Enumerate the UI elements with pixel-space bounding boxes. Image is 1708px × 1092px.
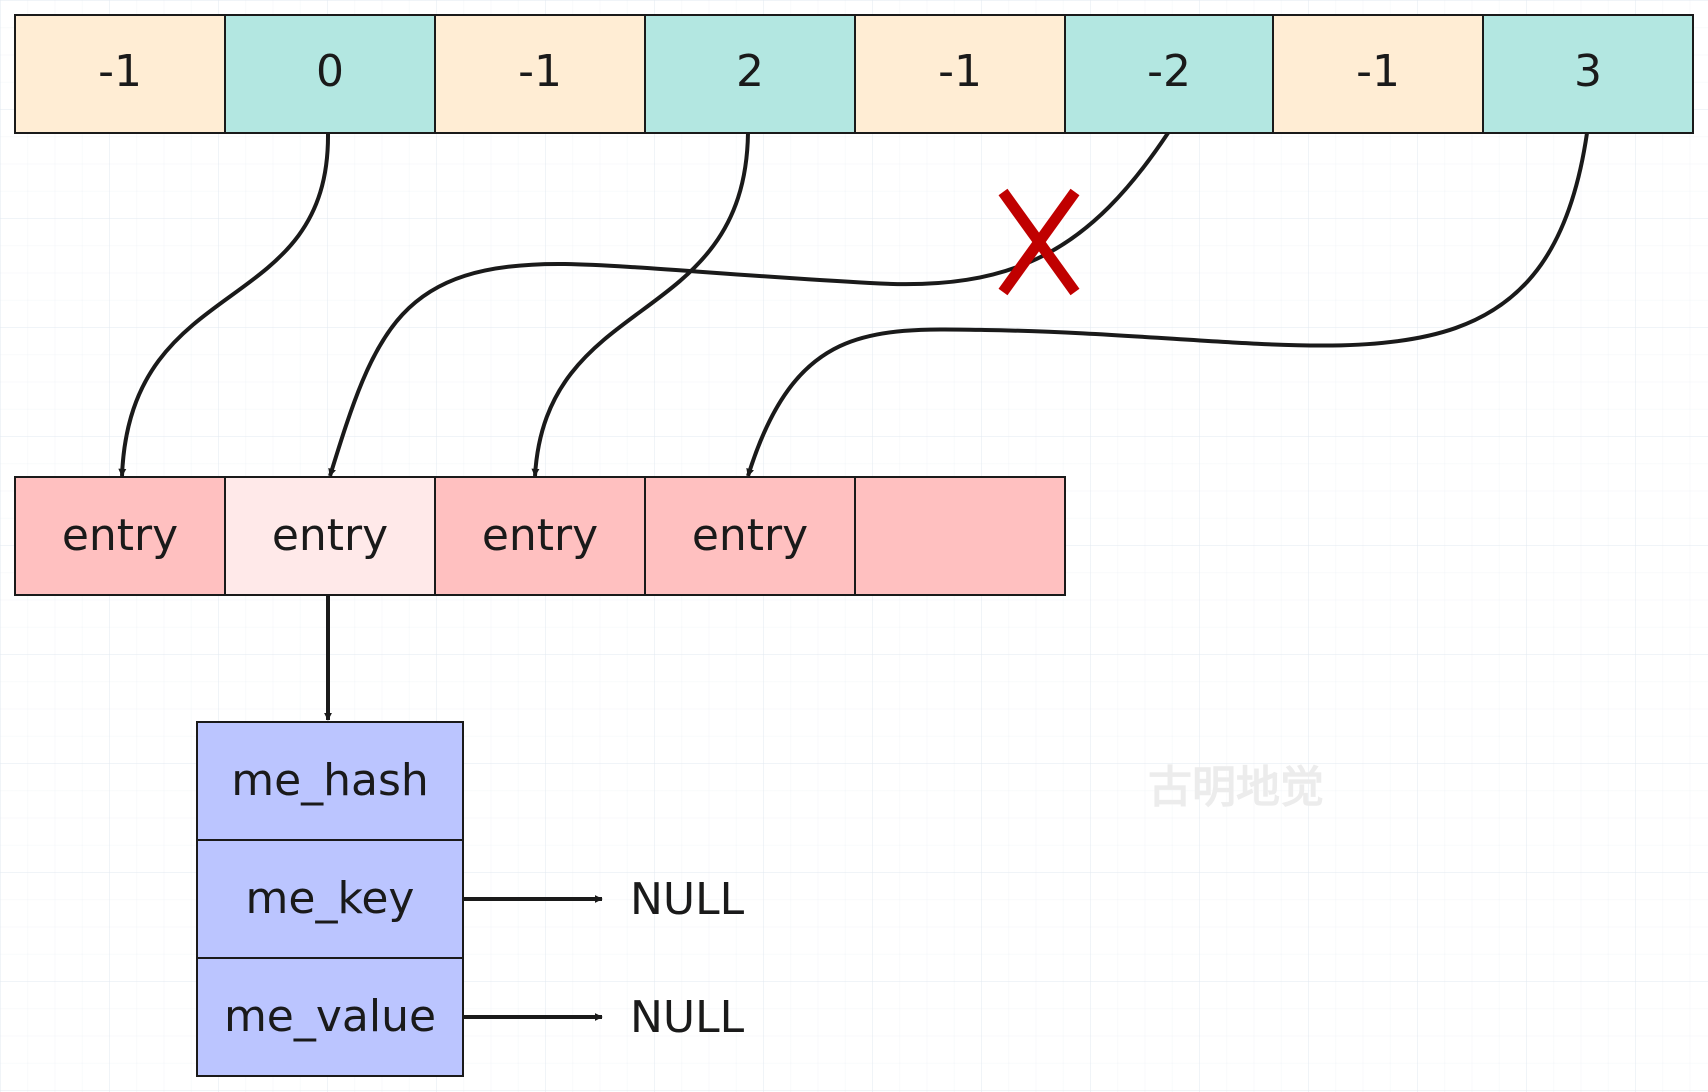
arrow-index-to-entry (531, 132, 750, 477)
index-cell: 0 (224, 14, 436, 134)
index-value: 2 (736, 46, 764, 97)
entry-cell: entry (644, 476, 856, 596)
null-label-value: NULL (630, 992, 745, 1043)
field-label: me_key (246, 873, 415, 924)
field-label: me_hash (231, 755, 429, 806)
index-value: -2 (1147, 46, 1191, 97)
index-cell: 3 (1482, 14, 1694, 134)
indices-array: -1 0 -1 2 -1 -2 -1 3 (14, 14, 1694, 134)
index-cell: 2 (644, 14, 856, 134)
entry-label: entry (482, 510, 598, 561)
entry-label: entry (692, 510, 808, 561)
index-value: -1 (1356, 46, 1400, 97)
index-value: -1 (518, 46, 562, 97)
index-value: 3 (1574, 46, 1602, 97)
struct-field-hash: me_hash (196, 721, 464, 841)
cross-icon (998, 188, 1080, 296)
index-cell: -1 (854, 14, 1066, 134)
index-value: 0 (316, 46, 344, 97)
index-cell: -1 (1272, 14, 1484, 134)
struct-field-key: me_key (196, 839, 464, 959)
index-cell: -1 (14, 14, 226, 134)
entry-cell: entry (224, 476, 436, 596)
index-value: -1 (98, 46, 142, 97)
entry-label: entry (272, 510, 388, 561)
entry-cell (854, 476, 1066, 596)
arrow-index-to-entry (746, 132, 1589, 477)
entry-label: entry (62, 510, 178, 561)
entries-array: entry entry entry entry (14, 476, 1066, 596)
arrow-deleted-index-to-entry (328, 131, 1170, 477)
struct-field-value: me_value (196, 957, 464, 1077)
index-cell: -2 (1064, 14, 1274, 134)
entry-struct: me_hash me_key me_value (196, 721, 464, 1077)
index-value: -1 (938, 46, 982, 97)
index-cell: -1 (434, 14, 646, 134)
entry-cell: entry (434, 476, 646, 596)
watermark: 古明地觉 (1148, 762, 1324, 813)
field-label: me_value (224, 991, 436, 1042)
entry-cell: entry (14, 476, 226, 596)
arrow-index-to-entry (118, 132, 331, 477)
null-label-key: NULL (630, 874, 745, 925)
